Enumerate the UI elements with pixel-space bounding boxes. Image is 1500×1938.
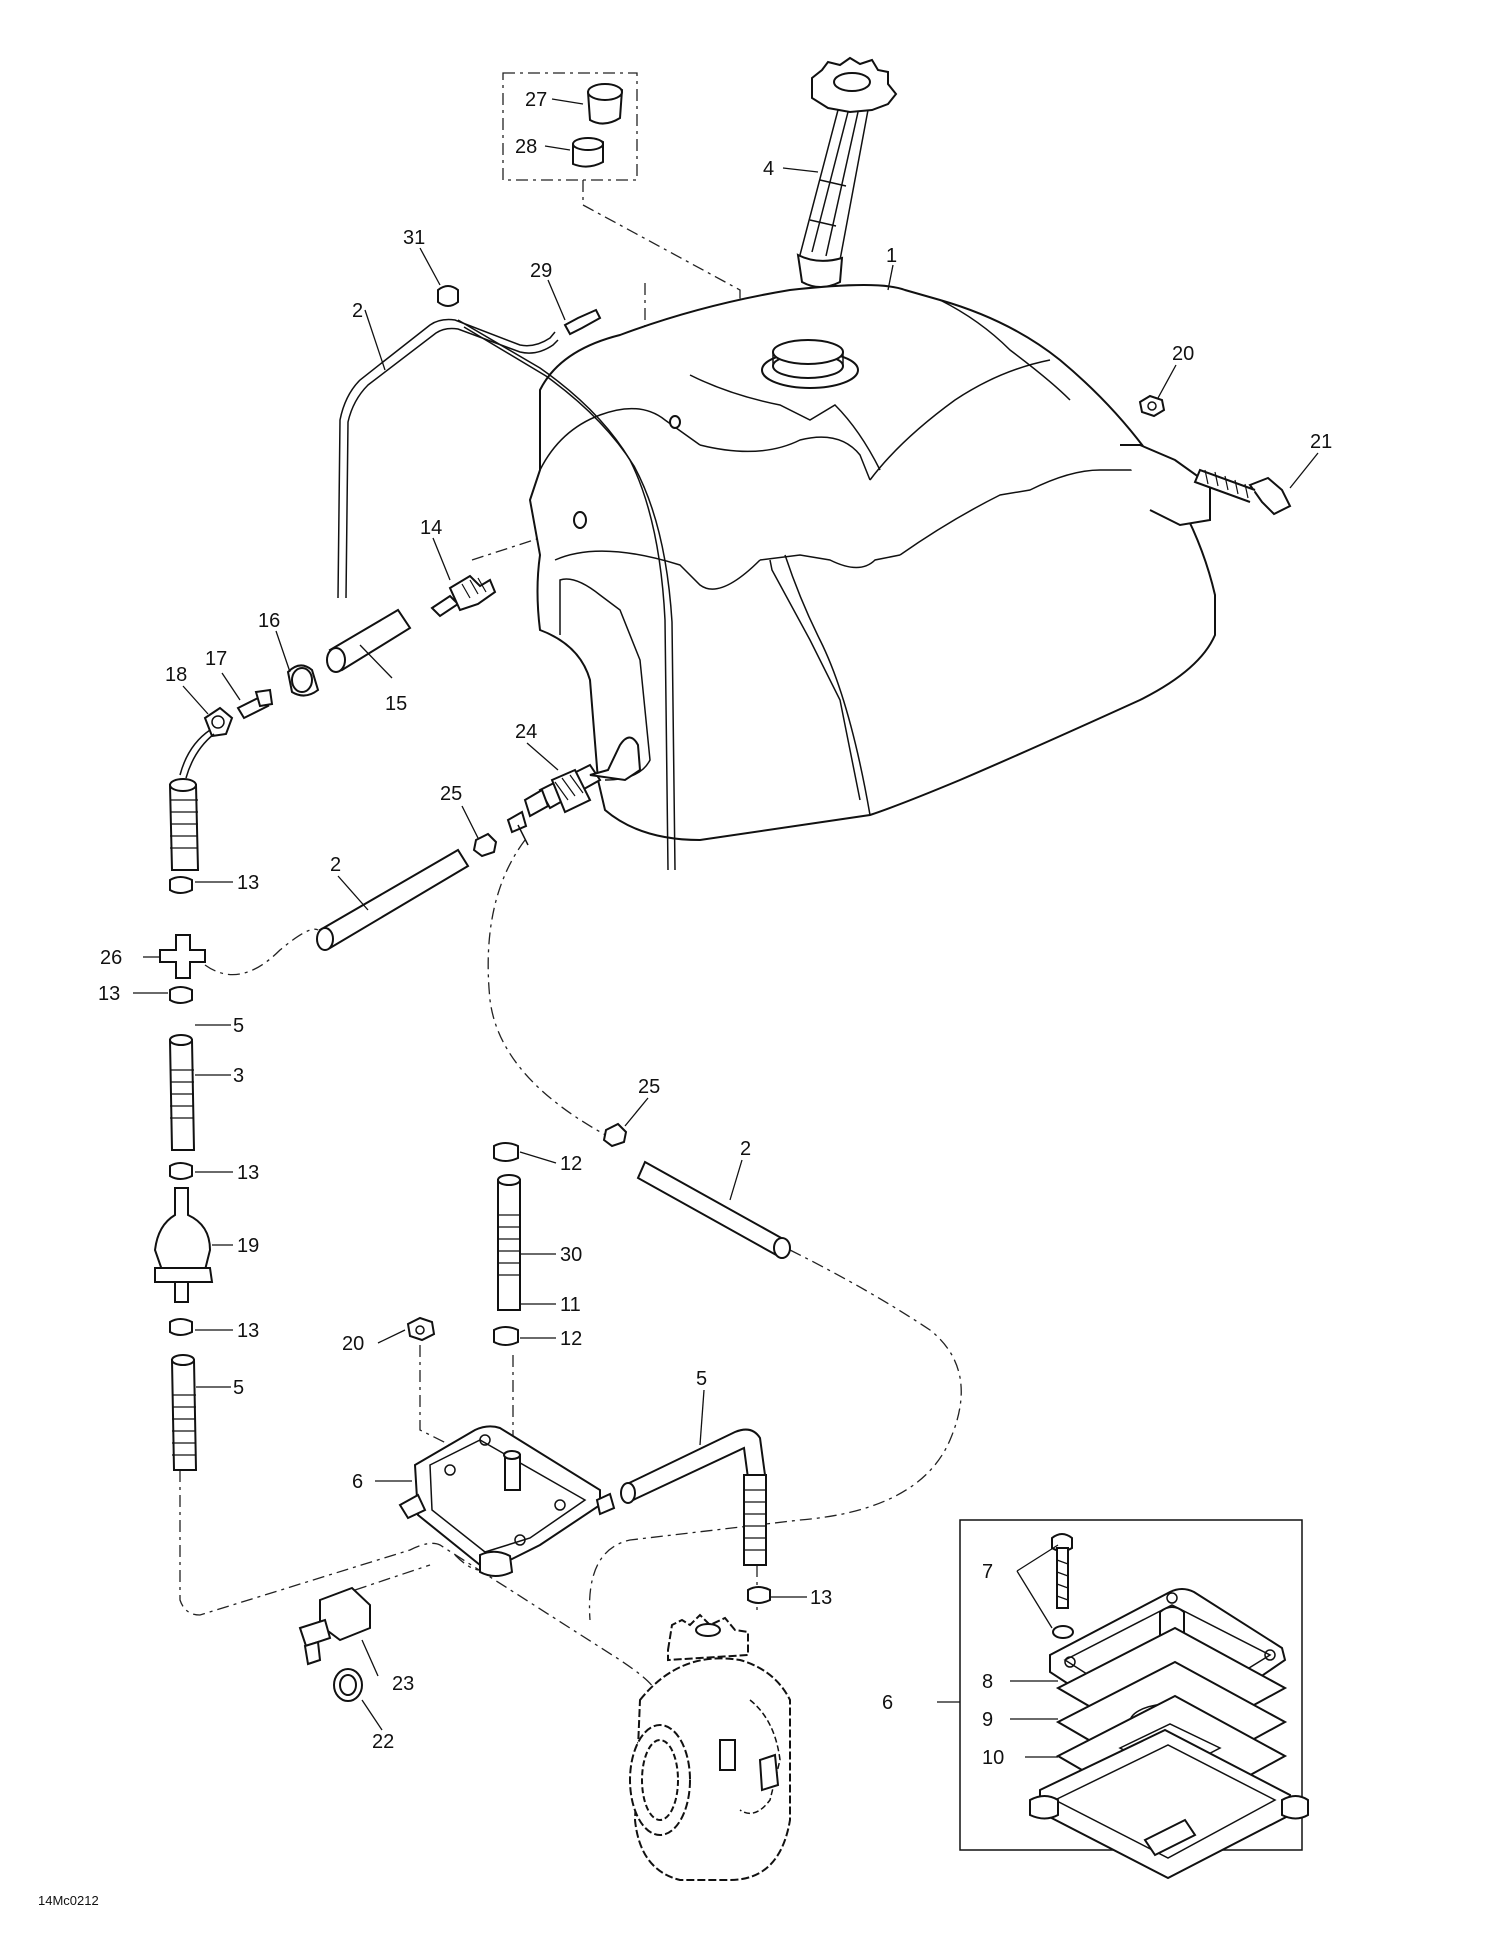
elbow-hose-5	[620, 1428, 767, 1566]
callout-27: 27	[525, 89, 547, 111]
callout-5-elbow: 5	[696, 1368, 707, 1390]
callout-8: 8	[982, 1671, 993, 1693]
gasket-28	[572, 137, 604, 168]
callout-13-b: 13	[98, 983, 120, 1005]
callout-13-d: 13	[237, 1320, 259, 1342]
callout-9: 9	[982, 1709, 993, 1731]
hose-upper-left	[168, 778, 200, 871]
hose-15	[326, 608, 412, 673]
callout-6-inset: 6	[882, 1692, 893, 1714]
callout-2-lower: 2	[740, 1138, 751, 1160]
nut-20-lower	[406, 1316, 436, 1342]
pump-detail-inset	[959, 1519, 1309, 1880]
callout-26: 26	[100, 947, 122, 969]
tee-fitting-26	[159, 934, 206, 979]
callout-11: 11	[560, 1294, 581, 1316]
bolt-21	[1193, 468, 1292, 516]
callout-20-upper: 20	[1172, 343, 1194, 365]
callout-5-lower-left: 5	[233, 1377, 244, 1399]
carburetor	[629, 1613, 791, 1881]
callout-19: 19	[237, 1235, 259, 1257]
callout-5-upper: 5	[233, 1015, 244, 1037]
callout-14: 14	[420, 517, 442, 539]
clamp-12-upper	[493, 1142, 519, 1162]
callout-22: 22	[372, 1731, 394, 1753]
callout-15: 15	[385, 693, 407, 715]
callout-13-a: 13	[237, 872, 259, 894]
callout-13-c: 13	[237, 1162, 259, 1184]
hose-5-3	[168, 1034, 196, 1151]
callout-labels: 27 28 4 1 31 29 2 20 21 14 16 17 18 15 2…	[98, 89, 1332, 1769]
callout-25-upper: 25	[440, 783, 462, 805]
clamp-13-b	[169, 986, 193, 1004]
callout-17: 17	[205, 648, 227, 670]
callout-6-pump: 6	[352, 1471, 363, 1493]
callout-13-e: 13	[810, 1587, 832, 1609]
fuel-filter-19	[153, 1187, 214, 1303]
callout-20-lower: 20	[342, 1333, 364, 1355]
clamp-13-a	[169, 876, 193, 894]
ring-22	[333, 1668, 363, 1702]
callout-18: 18	[165, 664, 187, 686]
fuel-gauge-4	[796, 56, 898, 288]
fitting-17	[236, 688, 274, 720]
nut-20-upper	[1138, 394, 1166, 418]
hose-30-11	[497, 1174, 521, 1311]
fuel-tank-1	[528, 284, 1216, 842]
grommet-16	[286, 664, 320, 697]
dashed-connection-lines	[179, 72, 962, 1691]
fitting-18	[179, 706, 234, 779]
callout-3: 3	[233, 1065, 244, 1087]
callout-4: 4	[763, 158, 774, 180]
callout-12-upper: 12	[560, 1153, 582, 1175]
clamp-13-d	[169, 1318, 193, 1336]
callout-30: 30	[560, 1244, 582, 1266]
primer-24	[506, 736, 642, 846]
callout-1: 1	[886, 245, 897, 267]
hose-2-lower	[636, 1160, 791, 1259]
callout-2-middle: 2	[330, 854, 341, 876]
callout-2-upper: 2	[352, 300, 363, 322]
fuel-pump-6	[398, 1425, 616, 1577]
callout-23: 23	[392, 1673, 414, 1695]
vent-line-2	[337, 318, 676, 871]
clip-25-lower	[602, 1122, 628, 1148]
leader-lines	[133, 98, 1319, 1758]
callout-28: 28	[515, 136, 537, 158]
fuel-cap-27	[586, 83, 624, 125]
valve-23	[298, 1586, 371, 1666]
callout-31: 31	[403, 227, 425, 249]
callout-29: 29	[530, 260, 552, 282]
callout-10: 10	[982, 1747, 1004, 1769]
clip-25-upper	[472, 832, 498, 858]
clip-31	[437, 285, 459, 307]
diagram-code: 14Mc0212	[38, 1893, 99, 1908]
check-valve-29	[563, 308, 602, 336]
callout-12-lower: 12	[560, 1328, 582, 1350]
clamp-13-e	[747, 1586, 771, 1604]
fitting-14	[430, 574, 497, 618]
callout-21: 21	[1310, 431, 1332, 453]
callout-24: 24	[515, 721, 537, 743]
callout-7: 7	[982, 1561, 993, 1583]
clamp-12-lower	[493, 1326, 519, 1346]
hose-2-middle	[316, 848, 470, 951]
clamp-13-c	[169, 1162, 193, 1180]
callout-25-lower: 25	[638, 1076, 660, 1098]
callout-16: 16	[258, 610, 280, 632]
hose-5-lower-left	[170, 1354, 198, 1471]
